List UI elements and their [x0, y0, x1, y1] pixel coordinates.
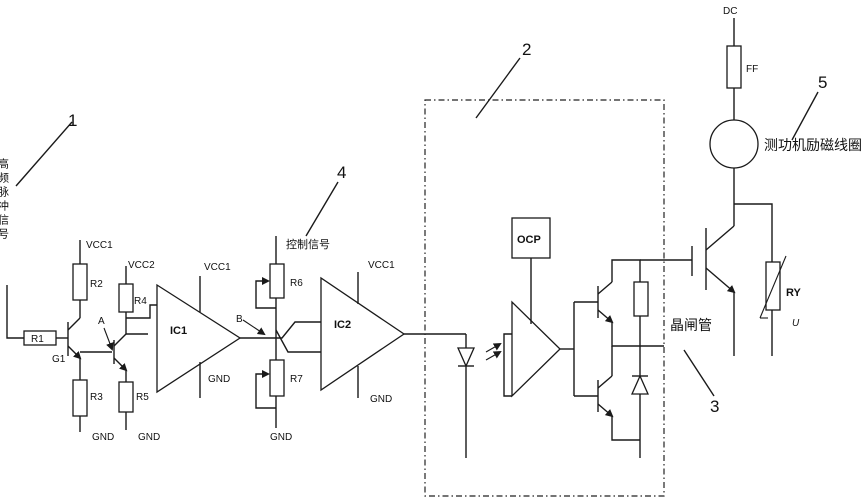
resistor-r2 [73, 264, 87, 300]
label-vcc2: VCC2 [128, 260, 155, 271]
callout-5-line [792, 92, 818, 140]
label-control-signal: 控制信号 [286, 237, 330, 251]
label-r1: R1 [31, 334, 44, 345]
resistor-r5 [119, 382, 133, 412]
label-r2: R2 [90, 279, 103, 290]
callout-number-4: 4 [337, 163, 346, 182]
power-stage [692, 18, 786, 356]
label-r3: R3 [90, 392, 103, 403]
input-wire [7, 285, 24, 338]
potentiometer-r6 [270, 264, 284, 298]
label-ff: FF [746, 64, 758, 75]
callout-number-5: 5 [818, 73, 827, 92]
label-r7: R7 [290, 374, 303, 385]
ic2-stage [243, 236, 466, 428]
label-ry: RY [786, 287, 802, 299]
label-gnd-r5: GND [138, 432, 160, 443]
opto-diode [458, 348, 474, 366]
driver-amplifier [512, 302, 560, 396]
op-amp-ic2 [321, 278, 404, 390]
callout-2-line [476, 58, 520, 118]
driver-module-boundary [425, 100, 664, 496]
label-node-a: A [98, 316, 105, 327]
driver-module [458, 218, 692, 458]
callout-number-2: 2 [522, 40, 531, 59]
callout-number-3: 3 [710, 397, 719, 416]
excitation-coil [710, 120, 758, 168]
label-vcc1-r2: VCC1 [86, 240, 113, 251]
callout-3-line [684, 350, 714, 396]
label-vcc1-ic1: VCC1 [204, 262, 231, 273]
label-node-b: B [236, 314, 243, 325]
node-a-pointer [104, 328, 112, 349]
potentiometer-r7 [270, 360, 284, 396]
freewheel-diode [632, 376, 648, 394]
node-b-pointer [243, 320, 264, 334]
label-ocp: OCP [517, 234, 541, 246]
callout-4-line [306, 182, 338, 236]
resistor-r4 [119, 284, 133, 312]
label-ic2: IC2 [334, 319, 351, 331]
label-r5: R5 [136, 392, 149, 403]
label-r6: R6 [290, 278, 303, 289]
label-gnd-r3: GND [92, 432, 114, 443]
callout-1-line [16, 122, 72, 186]
resistor-r3 [73, 380, 87, 416]
label-hf-pulse-signal: 高频脉冲信号 [0, 157, 10, 242]
bias-resistor [634, 282, 648, 316]
label-gnd-ic2: GND [370, 394, 392, 405]
label-r4: R4 [134, 296, 147, 307]
label-u: U [792, 318, 800, 329]
label-vcc1-ic2: VCC1 [368, 260, 395, 271]
callout-number-1: 1 [68, 111, 77, 130]
label-ic1: IC1 [170, 325, 187, 337]
label-thyristor: 晶闸管 [670, 318, 712, 334]
fuse-ff [727, 46, 741, 88]
label-gnd-r7: GND [270, 432, 292, 443]
label-g1: G1 [52, 354, 66, 365]
ic1-stage [126, 276, 270, 398]
input-stage [7, 240, 133, 432]
label-gnd-ic1: GND [208, 374, 230, 385]
label-dyno-coil: 测功机励磁线圈 [764, 138, 862, 154]
label-dc: DC [723, 6, 737, 17]
